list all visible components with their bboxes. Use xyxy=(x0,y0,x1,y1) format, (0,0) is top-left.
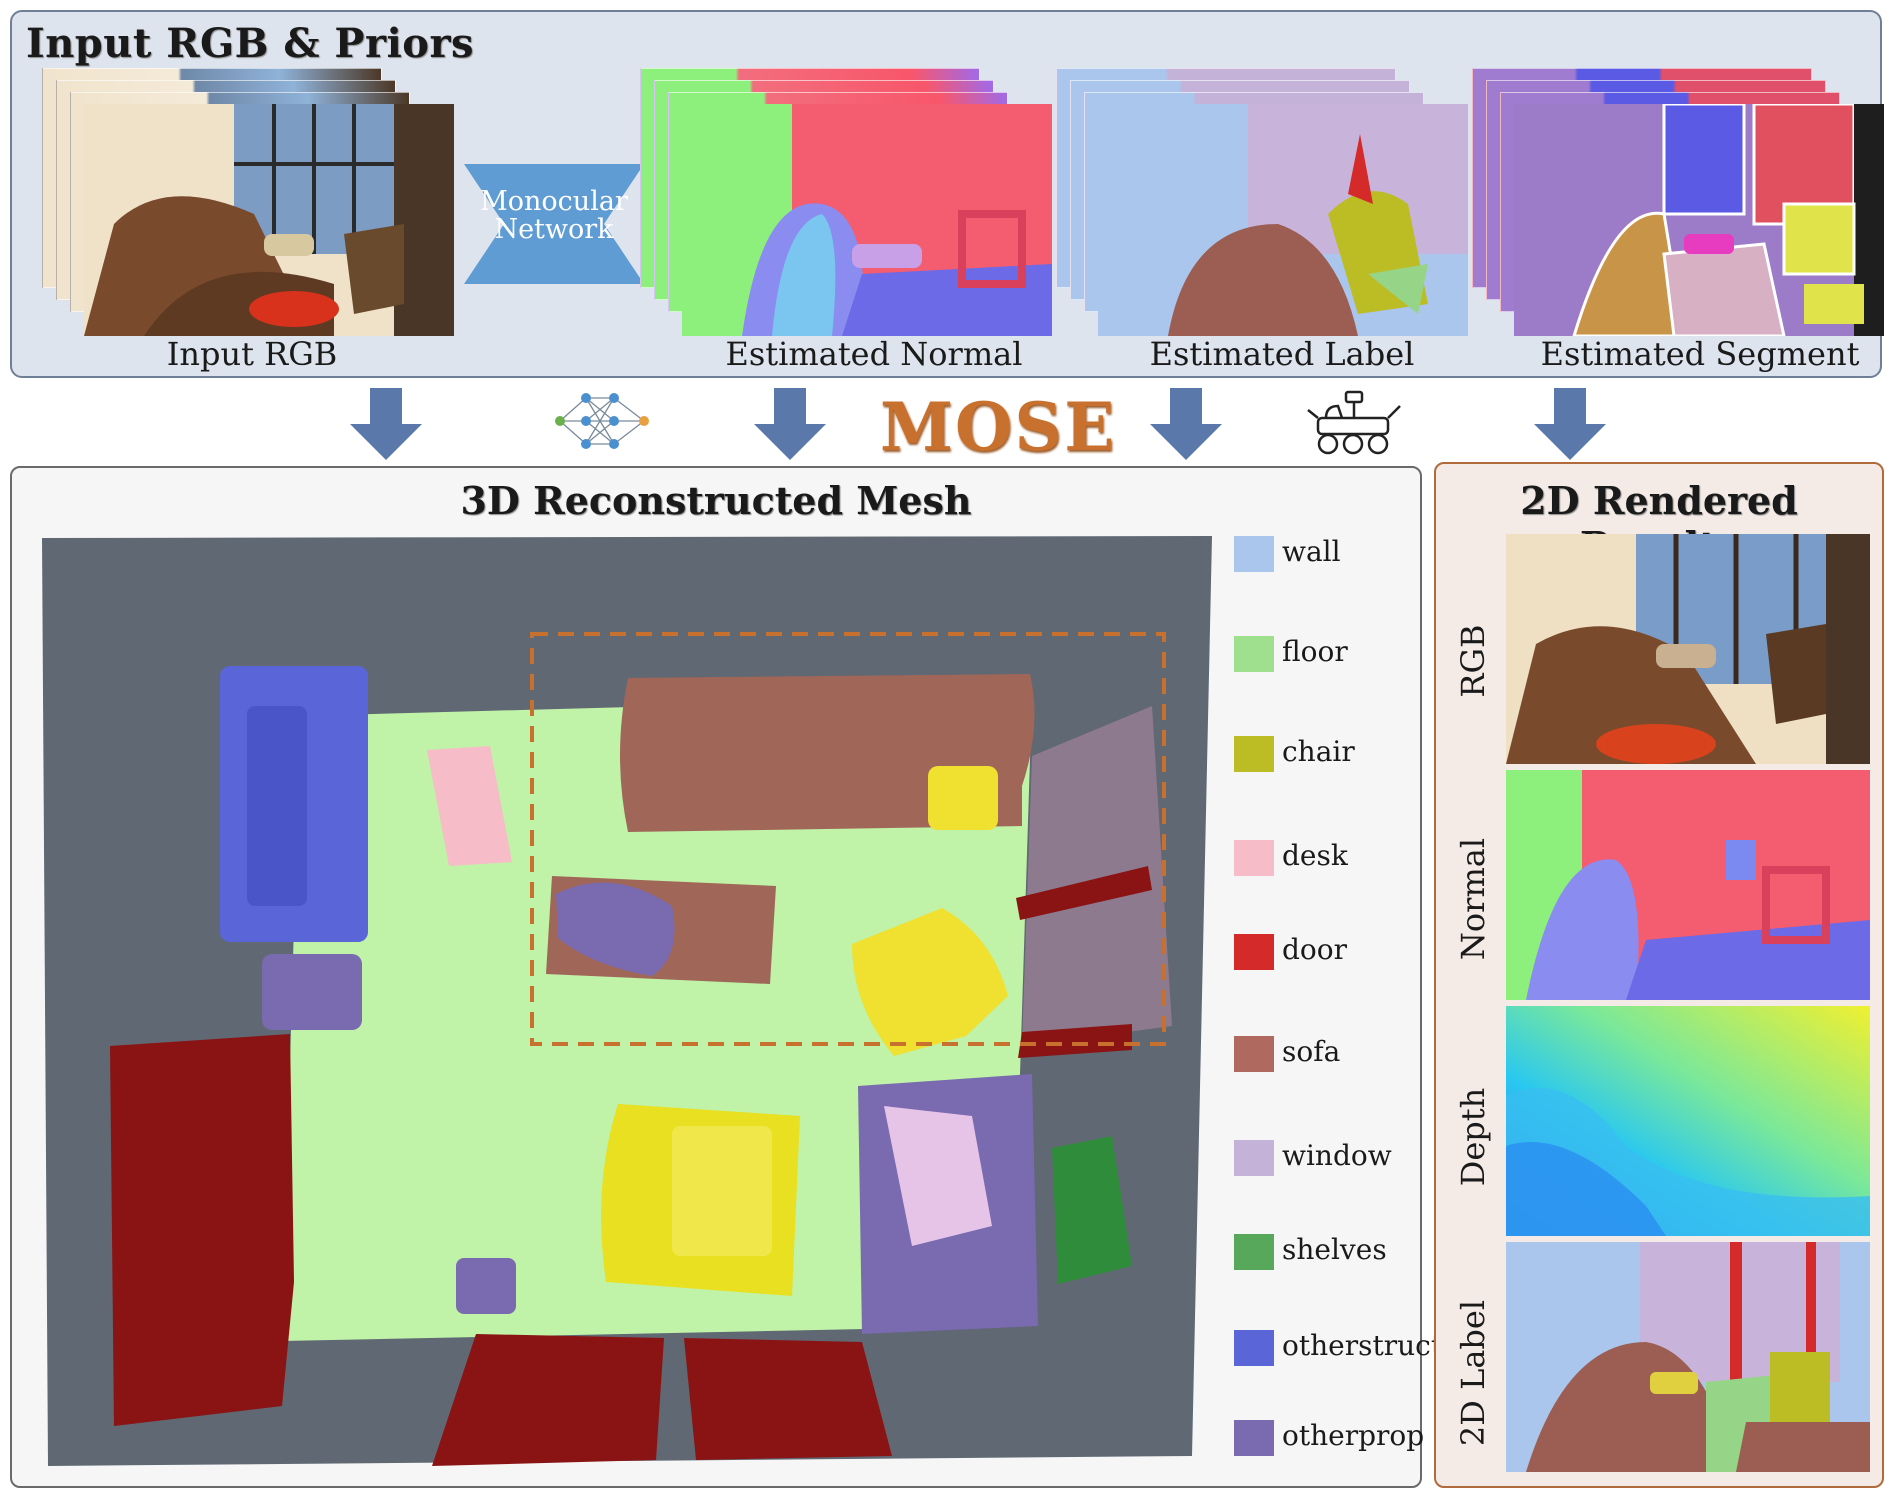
reconstructed-mesh-image xyxy=(42,536,1212,1466)
legend-label-door: door xyxy=(1282,933,1348,966)
rendered-label-image xyxy=(1506,1242,1870,1472)
mose-title: MOSE xyxy=(880,388,1117,466)
robot-rover-icon xyxy=(1307,390,1401,455)
input-rgb-image xyxy=(84,104,454,336)
legend-label-otherstruct: otherstruct xyxy=(1282,1329,1443,1362)
row-label-normal: Normal xyxy=(1454,837,1492,961)
row-label-rgb: RGB xyxy=(1454,624,1492,698)
legend-swatch-desk xyxy=(1234,840,1274,876)
legend-label-sofa: sofa xyxy=(1282,1035,1341,1068)
rendered-rgb-image xyxy=(1506,534,1870,764)
mesh-panel: 3D Reconstructed Mesh xyxy=(10,466,1442,1488)
legend-label-window: window xyxy=(1282,1139,1392,1172)
mesh-title: 3D Reconstructed Mesh xyxy=(460,478,972,523)
monocular-network-block xyxy=(464,164,644,284)
legend-swatch-wall xyxy=(1234,536,1274,572)
down-arrow-1 xyxy=(350,388,422,460)
down-arrow-4 xyxy=(1534,388,1606,460)
estimated-segment-caption: Estimated Segment xyxy=(1540,335,1860,373)
row-label-depth: Depth xyxy=(1454,1087,1492,1187)
estimated-label-caption: Estimated Label xyxy=(1149,335,1415,373)
legend-swatch-shelves xyxy=(1234,1234,1274,1270)
input-rgb-stack xyxy=(42,68,462,348)
legend-swatch-otherprop xyxy=(1234,1420,1274,1456)
estimated-label-image xyxy=(1098,104,1468,336)
legend-label-floor: floor xyxy=(1282,635,1348,668)
input-rgb-caption: Input RGB xyxy=(166,335,338,373)
estimated-segment-stack xyxy=(1472,68,1892,348)
rendered-depth-image xyxy=(1506,1006,1870,1236)
rendered-results-panel: 2D Rendered Results RGB Normal Depth xyxy=(1434,462,1884,1488)
neural-network-icon xyxy=(555,393,649,449)
input-priors-panel: Input RGB & Priors Input RGB Monocular N… xyxy=(10,10,1884,378)
down-arrow-3 xyxy=(1150,388,1222,460)
legend-label-wall: wall xyxy=(1282,535,1341,568)
legend-swatch-window xyxy=(1234,1140,1274,1176)
input-priors-title: Input RGB & Priors xyxy=(26,20,475,67)
estimated-normal-image xyxy=(682,104,1052,336)
legend-swatch-door xyxy=(1234,934,1274,970)
row-label-2d-label: 2D Label xyxy=(1454,1299,1492,1447)
estimated-normal-caption: Estimated Normal xyxy=(725,335,1023,373)
monocular-network-label: Monocular Network xyxy=(480,186,628,245)
legend-swatch-chair xyxy=(1234,736,1274,772)
legend-label-desk: desk xyxy=(1282,839,1348,872)
rendered-normal-image xyxy=(1506,770,1870,1000)
estimated-label-stack xyxy=(1056,68,1476,348)
legend-label-shelves: shelves xyxy=(1282,1233,1387,1266)
legend-label-chair: chair xyxy=(1282,735,1355,768)
down-arrow-2 xyxy=(754,388,826,460)
legend-label-otherprop: otherprop xyxy=(1282,1419,1425,1452)
legend-swatch-otherstruct xyxy=(1234,1330,1274,1366)
legend-swatch-sofa xyxy=(1234,1036,1274,1072)
estimated-segment-image xyxy=(1514,104,1884,336)
estimated-normal-stack xyxy=(640,68,1060,348)
legend-swatch-floor xyxy=(1234,636,1274,672)
